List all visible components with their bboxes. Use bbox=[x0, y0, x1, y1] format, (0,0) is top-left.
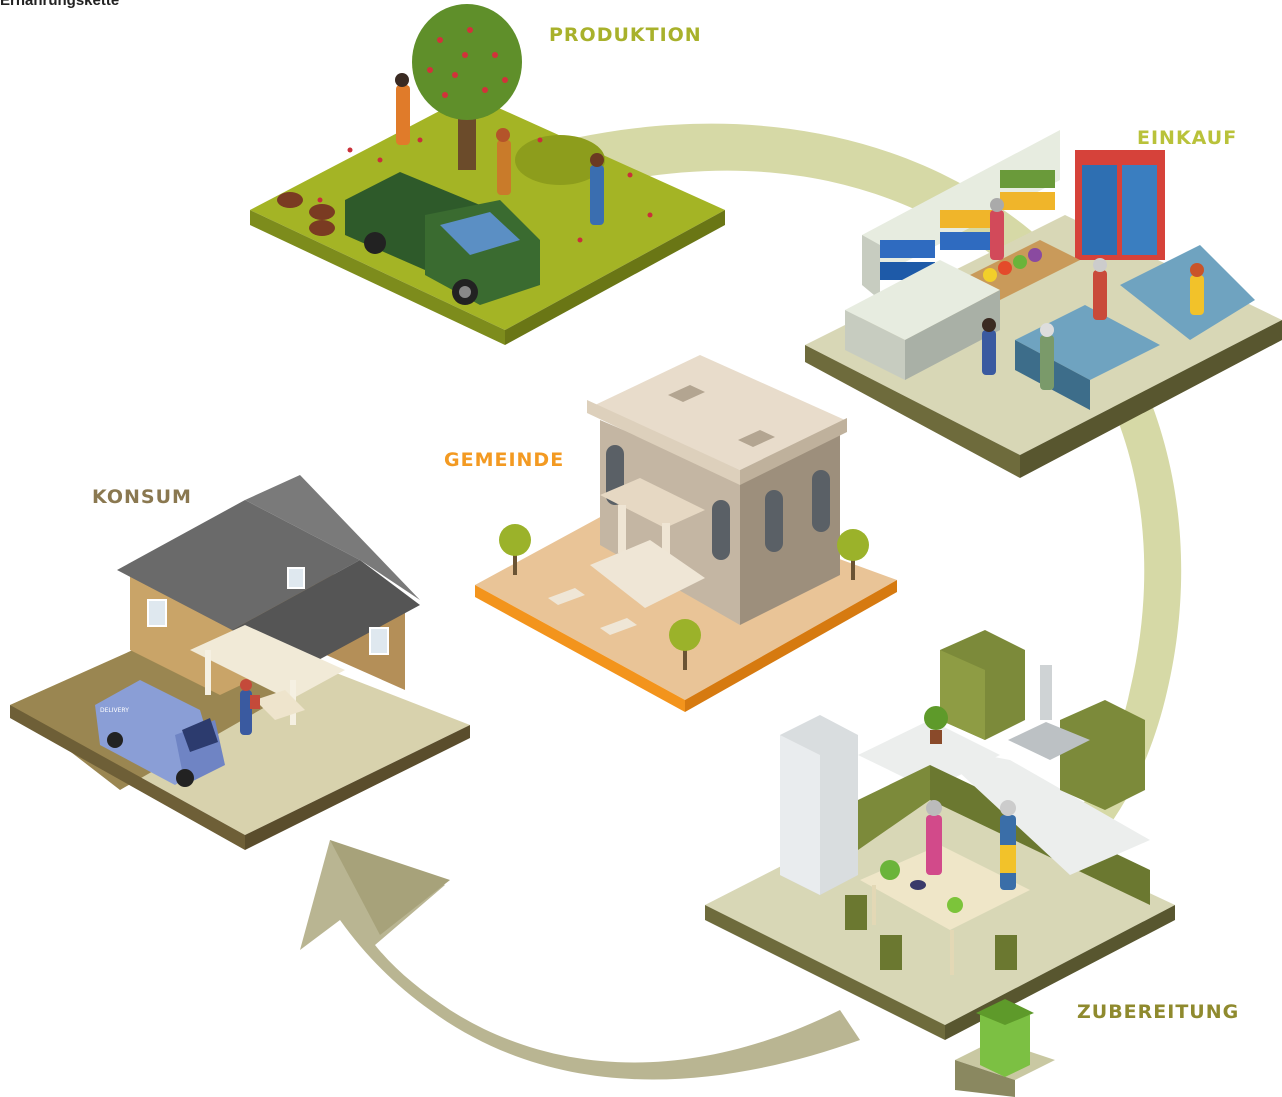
label-einkauf: EINKAUF bbox=[1137, 127, 1238, 149]
produktion-scene bbox=[250, 4, 725, 345]
label-konsum: KONSUM bbox=[92, 486, 192, 508]
label-produktion: PRODUKTION bbox=[549, 24, 702, 46]
einkauf-scene bbox=[805, 130, 1282, 478]
page-title: Ernährungskette bbox=[0, 0, 120, 9]
cycle-arrow-lower bbox=[300, 840, 860, 1080]
gemeinde-scene bbox=[475, 355, 897, 712]
label-zubereitung: ZUBEREITUNG bbox=[1077, 1001, 1240, 1023]
zubereitung-scene bbox=[705, 630, 1175, 1097]
konsum-scene: DELIVERY bbox=[10, 475, 470, 850]
label-gemeinde: GEMEINDE bbox=[444, 449, 565, 471]
van-logo-text: DELIVERY bbox=[100, 707, 129, 714]
